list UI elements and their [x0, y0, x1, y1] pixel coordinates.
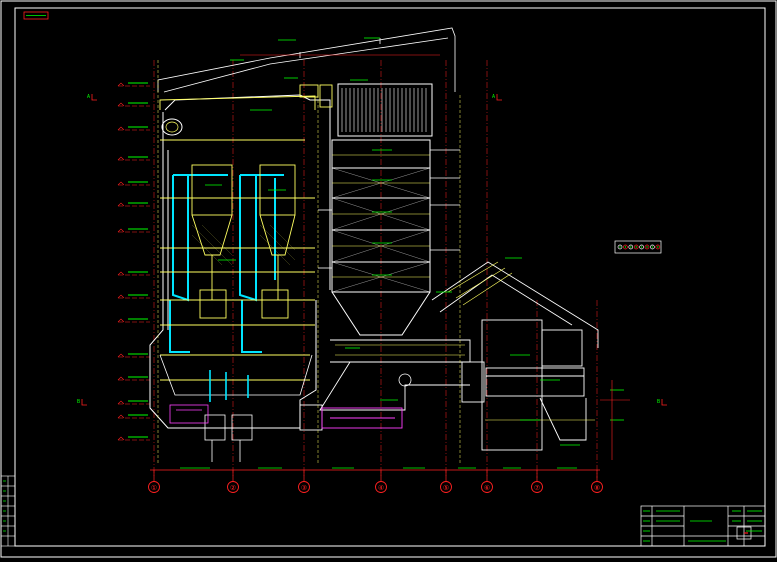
circle-tool-icon[interactable]	[623, 244, 628, 250]
grid-axis-bubble: ②	[227, 470, 239, 493]
economizer-backpass	[331, 139, 431, 336]
water-walls	[169, 174, 284, 353]
section-mark-label: A	[87, 94, 90, 100]
elevation-mark	[117, 271, 150, 276]
circle-tool-icon[interactable]	[644, 244, 650, 250]
circle-tool-icon[interactable]	[617, 244, 623, 250]
elevation-mark	[117, 82, 150, 87]
elevation-mark	[117, 181, 150, 186]
grid-axis-bubble: ⑥	[481, 470, 493, 493]
section-marks: A A B B	[77, 94, 667, 406]
grid-axis-label: ②	[230, 484, 236, 492]
ash-hopper	[159, 354, 313, 462]
circle-tool-icon[interactable]	[633, 244, 639, 250]
title-block	[640, 505, 766, 547]
cyclone-separators	[159, 84, 333, 381]
circle-tool-icon[interactable]	[639, 244, 644, 250]
section-mark-label: B	[77, 399, 80, 405]
flue-duct	[299, 261, 599, 451]
section-mark-label: B	[657, 399, 660, 405]
grid-axis-bubble: ①	[148, 470, 160, 493]
elevation-mark	[117, 102, 150, 107]
tool-palette[interactable]	[614, 240, 662, 254]
superheater-bank	[337, 83, 433, 137]
grid-axis-label: ⑤	[443, 484, 449, 492]
circle-tool-icon[interactable]	[628, 244, 634, 250]
grid-axis-label: ⑦	[534, 484, 540, 492]
grid-axis-label: ④	[378, 484, 384, 492]
fan	[398, 373, 412, 387]
grid-axis-bubbles: ① ② ③ ④ ⑤ ⑥ ⑦ ⑧	[148, 470, 603, 493]
grid-axis-bubble: ④	[375, 470, 387, 493]
grid-axis-bubble: ⑦	[531, 470, 543, 493]
grid-axis-label: ⑥	[484, 484, 490, 492]
superheater-tubes	[341, 88, 427, 132]
air-duct	[321, 407, 403, 429]
circle-tool-icon[interactable]	[650, 244, 655, 250]
grid-axis-label: ⑧	[594, 484, 600, 492]
elevation-mark	[117, 156, 150, 161]
elevation-mark	[117, 202, 150, 207]
boiler-house-roof	[157, 27, 456, 93]
elevation-mark	[117, 400, 150, 405]
grid-axis-label: ③	[301, 484, 307, 492]
elevation-mark	[117, 294, 150, 299]
grid-axis-bubble: ⑤	[440, 470, 452, 493]
section-mark: A	[87, 94, 97, 101]
circle-tool-icon[interactable]	[655, 244, 661, 250]
elevation-mark	[117, 436, 150, 441]
elevation-marks	[117, 82, 150, 441]
elevation-mark	[117, 414, 150, 419]
section-mark-label: A	[492, 94, 495, 100]
section-mark: B	[77, 399, 87, 406]
steam-drum	[161, 118, 183, 136]
elevation-mark	[117, 376, 150, 381]
grid-axis-bubble: ③	[298, 470, 310, 493]
grid-axis-bubble: ⑧	[591, 470, 603, 493]
elevation-mark	[117, 126, 150, 131]
grid-lines	[153, 60, 598, 478]
elevation-mark	[117, 228, 150, 233]
grid-axis-label: ①	[151, 484, 157, 492]
revision-column	[0, 475, 16, 547]
drawing-stamp	[23, 11, 49, 20]
section-mark: A	[492, 94, 502, 101]
sheet-frame-inner	[14, 7, 766, 547]
elevation-mark	[117, 353, 150, 358]
elevation-mark	[117, 318, 150, 323]
section-mark: B	[657, 399, 667, 406]
